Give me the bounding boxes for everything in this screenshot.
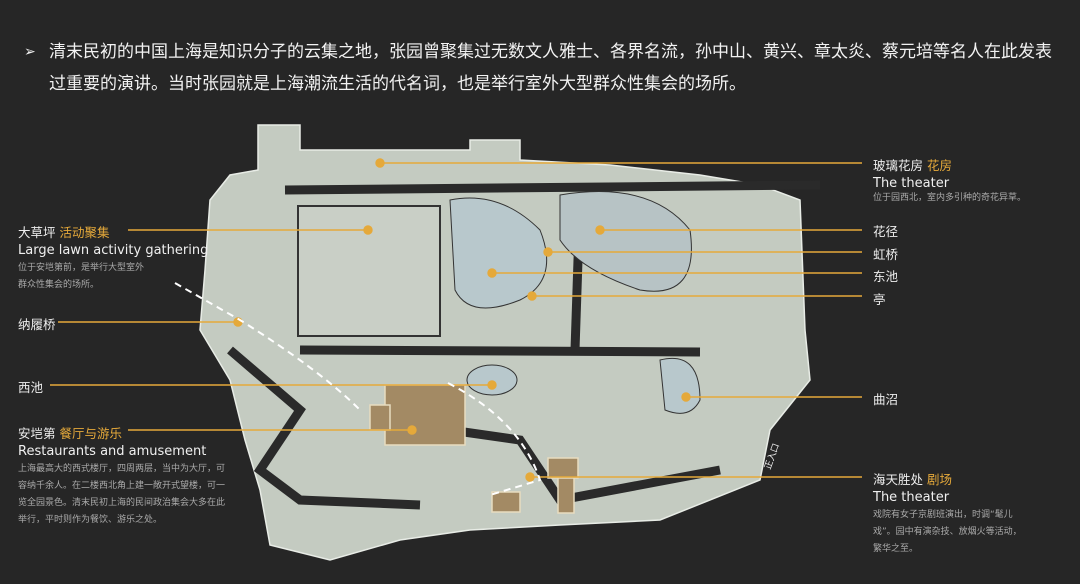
label-east-pond: 东池 <box>873 269 899 284</box>
label-glasshouse: 玻璃花房 花房 The theater 位于园西北，室内多引种的奇花异草。 <box>873 158 1027 203</box>
label-bridge: 纳履桥 <box>18 317 56 332</box>
bullet-arrow-icon: ➢ <box>24 44 36 60</box>
curved-pond <box>659 358 701 414</box>
label-west-pond: 西池 <box>18 380 44 395</box>
label-theater: 海天胜处 剧场 The theater 戏院有女子京剧班演出，时调“髦儿戏”。园… <box>873 472 1022 554</box>
label-flower-path: 花径 <box>873 224 899 239</box>
theater-building <box>547 457 579 479</box>
west-pond <box>466 364 518 396</box>
arcadia-building <box>384 384 466 446</box>
east-pond <box>449 197 548 309</box>
label-arcadia: 安垲第 餐厅与游乐 Restaurants and amusement 上海最高… <box>18 426 226 525</box>
guide-lines <box>50 158 862 482</box>
intro-paragraph: ➢ 清末民初的中国上海是知识分子的云集之地，张园曾聚集过无数文人雅士、各界名流，… <box>24 36 1064 100</box>
route-dashed-line <box>174 282 542 496</box>
flower-area <box>559 191 692 292</box>
label-curved-pond: 曲沼 <box>873 392 899 407</box>
label-lawn: 大草坪 活动聚集 Large lawn activity gathering 位… <box>18 225 209 290</box>
label-pavilion: 亭 <box>873 292 886 307</box>
intro-text: 清末民初的中国上海是知识分子的云集之地，张园曾聚集过无数文人雅士、各界名流，孙中… <box>49 42 1052 94</box>
label-rainbow-bridge: 虹桥 <box>873 247 899 262</box>
